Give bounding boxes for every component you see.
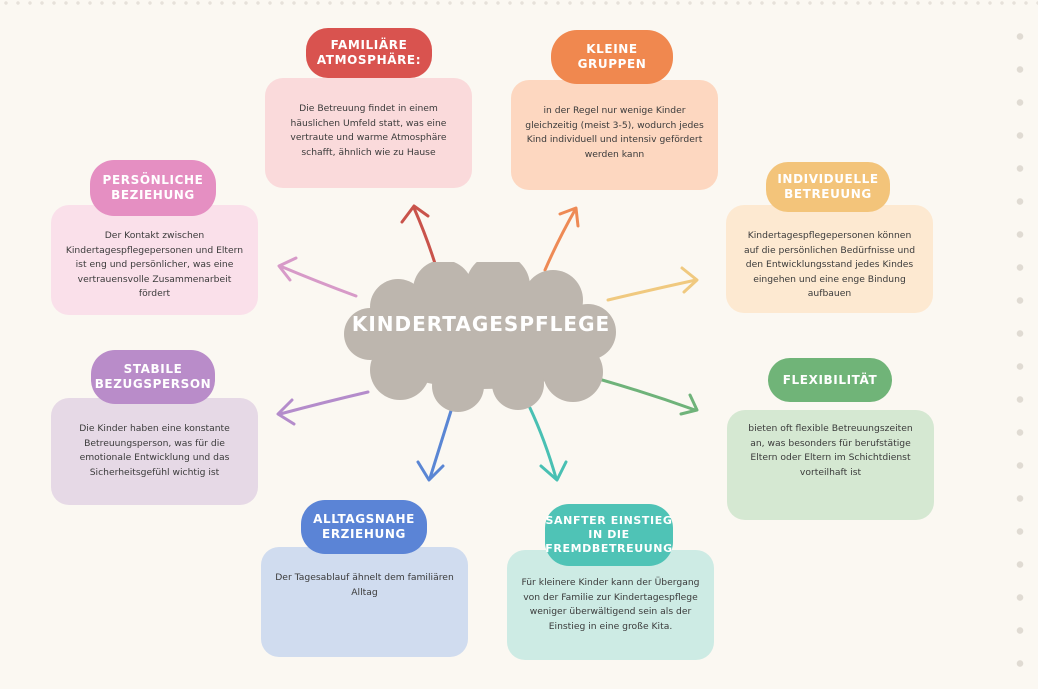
card-flexibilitaet: bieten oft flexible Betreuungszeiten an,… <box>727 410 934 520</box>
arrow-familiaere <box>400 204 439 272</box>
arrow-persoenliche <box>277 256 358 298</box>
tag-kleine: KLEINE GRUPPEN <box>551 30 673 84</box>
card-individuelle: Kindertagespflegepersonen können auf die… <box>726 205 933 313</box>
tag-familiaere-label: FAMILIÄRE ATMOSPHÄRE: <box>316 38 422 67</box>
tag-stabile-label: STABILE BEZUGSPERSON <box>94 362 212 391</box>
card-sanfter: Für kleinere Kinder kann der Übergang vo… <box>507 550 714 660</box>
arrow-kleine <box>543 206 580 272</box>
center-title: KINDERTAGESPFLEGE <box>351 312 611 336</box>
tag-flexibilitaet-label: FLEXIBILITÄT <box>782 372 878 387</box>
arrow-sanfter <box>528 406 568 482</box>
center-cloud <box>344 262 616 412</box>
card-stabile: Die Kinder haben eine konstante Betreuun… <box>51 398 258 505</box>
tag-sanfter: SANFTER EINSTIEG IN DIE FREMDBETREUUNG <box>545 504 673 566</box>
card-persoenliche-text: Der Kontakt zwischen Kindertagespflegepe… <box>65 230 244 299</box>
arrow-stabile <box>276 390 370 426</box>
tag-persoenliche-label: PERSÖNLICHE BEZIEHUNG <box>102 173 204 202</box>
card-alltagsnahe-text: Der Tagesablauf ähnelt dem familiären Al… <box>275 572 454 598</box>
arrow-individuelle <box>606 266 699 302</box>
tag-sanfter-label: SANFTER EINSTIEG IN DIE FREMDBETREUUNG <box>545 514 673 555</box>
tag-individuelle: INDIVIDUELLE BETREUUNG <box>766 162 890 212</box>
card-kleine: in der Regel nur wenige Kinder gleichzei… <box>511 80 718 190</box>
arrow-flexibilitaet <box>593 376 699 416</box>
card-alltagsnahe: Der Tagesablauf ähnelt dem familiären Al… <box>261 547 468 657</box>
top-dot-border <box>0 0 1038 6</box>
card-flexibilitaet-text: bieten oft flexible Betreuungszeiten an,… <box>748 423 913 478</box>
tag-individuelle-label: INDIVIDUELLE BETREUUNG <box>777 172 879 201</box>
card-familiaere: Die Betreuung findet in einem häuslichen… <box>265 78 472 188</box>
tag-persoenliche: PERSÖNLICHE BEZIEHUNG <box>90 160 216 216</box>
card-sanfter-text: Für kleinere Kinder kann der Übergang vo… <box>521 577 700 632</box>
tag-flexibilitaet: FLEXIBILITÄT <box>768 358 892 402</box>
card-kleine-text: in der Regel nur wenige Kinder gleichzei… <box>525 105 704 160</box>
right-dot-border <box>1016 20 1024 680</box>
tag-kleine-label: KLEINE GRUPPEN <box>577 42 647 71</box>
tag-alltagsnahe-label: ALLTAGSNAHE ERZIEHUNG <box>313 512 415 541</box>
card-persoenliche: Der Kontakt zwischen Kindertagespflegepe… <box>51 205 258 315</box>
tag-stabile: STABILE BEZUGSPERSON <box>91 350 215 404</box>
tag-alltagsnahe: ALLTAGSNAHE ERZIEHUNG <box>301 500 427 554</box>
card-familiaere-text: Die Betreuung findet in einem häuslichen… <box>290 103 447 158</box>
card-individuelle-text: Kindertagespflegepersonen können auf die… <box>743 230 916 299</box>
tag-familiaere: FAMILIÄRE ATMOSPHÄRE: <box>306 28 432 78</box>
card-stabile-text: Die Kinder haben eine konstante Betreuun… <box>79 423 230 478</box>
